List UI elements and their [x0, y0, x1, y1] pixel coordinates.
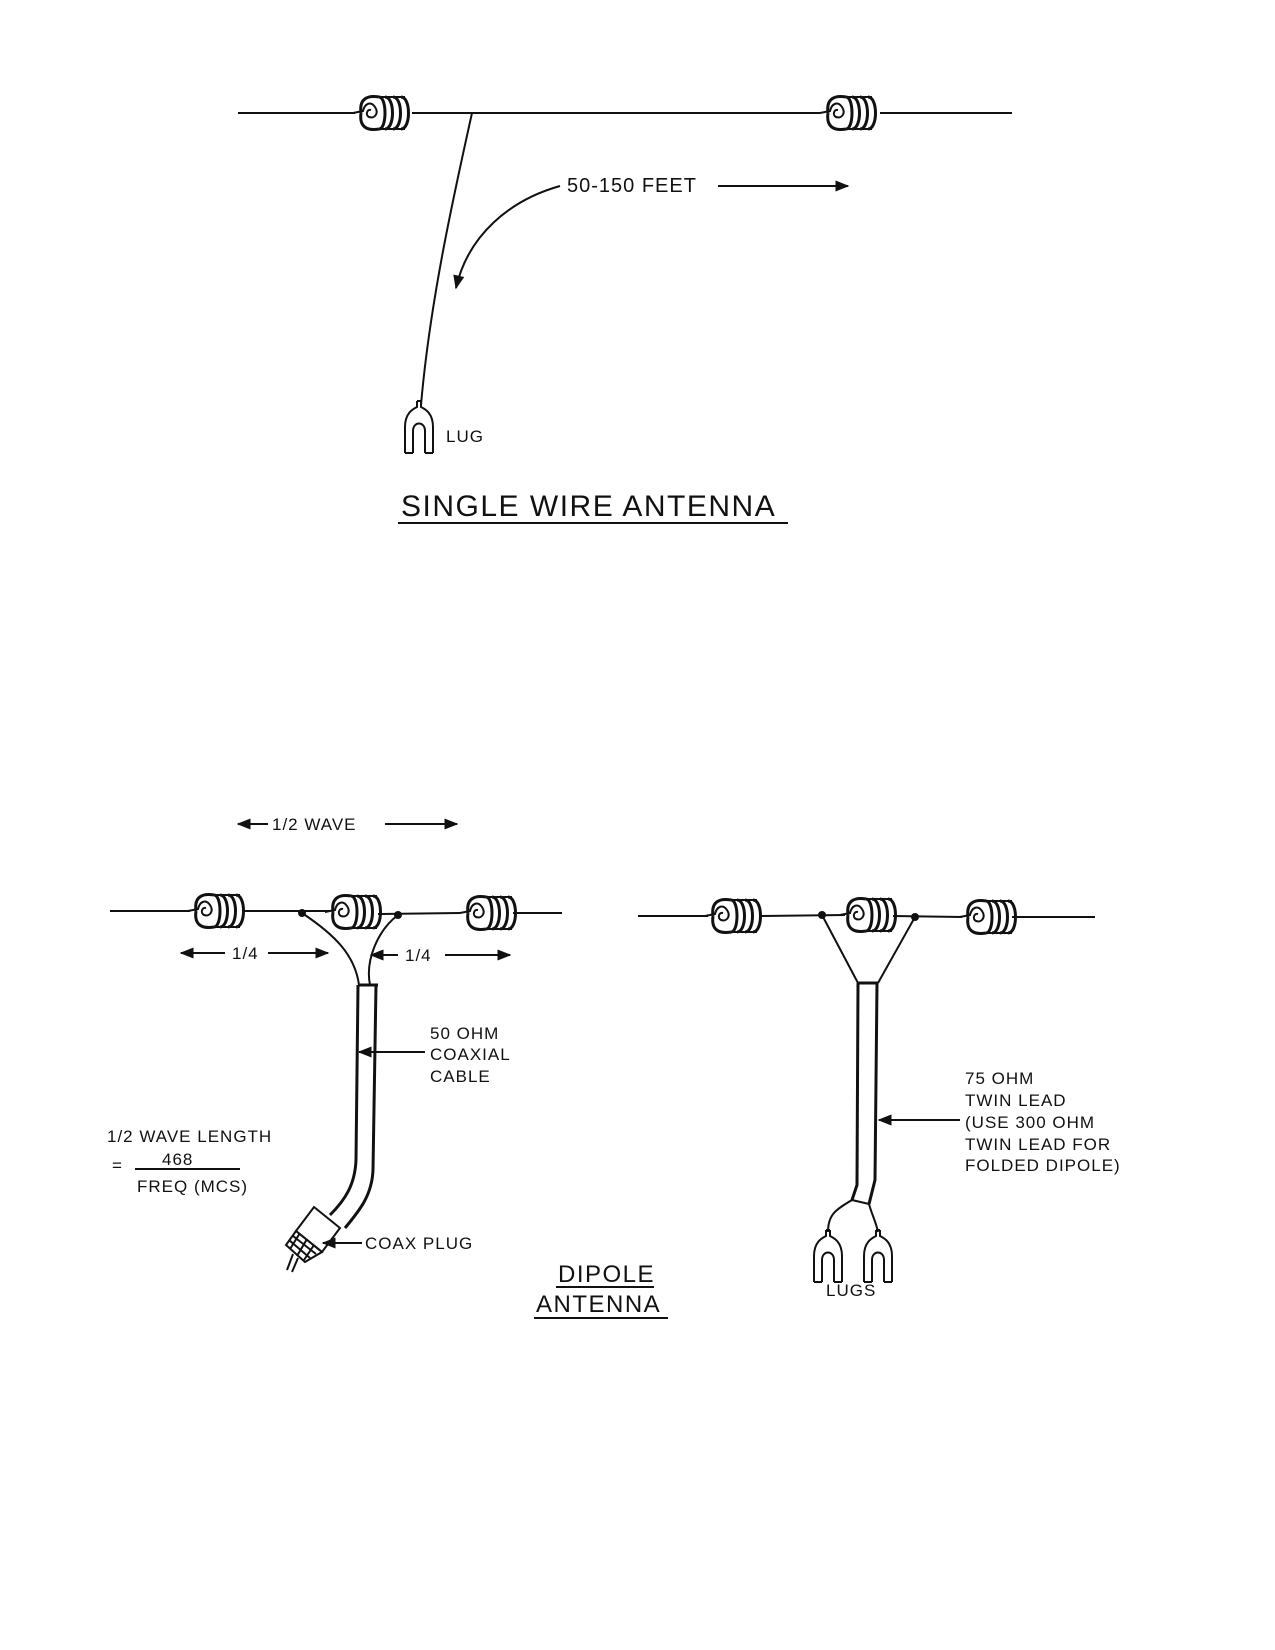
curved-arrow [453, 185, 561, 290]
twin-lead-label-line: TWIN LEAD [965, 1091, 1067, 1110]
antenna-wire [892, 915, 963, 918]
lug-wires [827, 1199, 879, 1233]
insulator-icon [323, 894, 382, 930]
coax-label-line: 50 OHM [430, 1024, 499, 1043]
lug-icon [863, 1229, 893, 1283]
single-wire-antenna: LUG 50-150 FEET SINGLE WIRE ANTENNA [238, 95, 1012, 524]
lug-label: LUG [446, 427, 484, 446]
antenna-wire [377, 912, 461, 915]
insulator-icon [351, 95, 410, 131]
twin-lead-label-line: 75 OHM [965, 1069, 1034, 1088]
antenna-wire [759, 914, 846, 917]
insulator-icon [958, 899, 1017, 935]
formula-equals: = [112, 1156, 123, 1175]
coax-plug-icon [284, 1205, 342, 1273]
dipole-title-line: ANTENNA [536, 1291, 661, 1318]
twin-lead-label-line: TWIN LEAD FOR [965, 1135, 1111, 1154]
coaxial-cable [328, 983, 378, 1229]
insulator-icon [186, 893, 245, 929]
dipole-coax: 1/2 WAVE 1/4 1/4 COAX PLUG 50 OHM COAXIA… [107, 815, 562, 1273]
insulator-icon [838, 897, 897, 933]
single-wire-title: SINGLE WIRE ANTENNA [401, 490, 776, 523]
coax-label-line: COAXIAL [430, 1045, 511, 1064]
formula-numerator: 468 [162, 1150, 193, 1169]
insulator-icon [818, 95, 877, 131]
length-label: 50-150 FEET [567, 175, 697, 197]
twin-lead-end [851, 1199, 870, 1205]
insulator-icon [458, 895, 517, 931]
twin-lead-label-line: FOLDED DIPOLE) [965, 1156, 1121, 1175]
lug-icon [813, 1229, 843, 1283]
twin-lead [850, 981, 879, 1205]
quarter-right-label: 1/4 [405, 946, 432, 965]
dipole-title-line: DIPOLE [558, 1261, 655, 1288]
formula-line1: 1/2 WAVE LENGTH [107, 1127, 272, 1146]
feed-wires [821, 914, 916, 984]
lead-in-wire [420, 112, 473, 406]
lug-icon [404, 400, 434, 454]
feed-wires [301, 912, 399, 986]
formula-denominator: FREQ (MCS) [137, 1177, 248, 1196]
insulator-icon [703, 898, 762, 934]
lugs-label: LUGS [826, 1281, 876, 1300]
coax-plug-label: COAX PLUG [365, 1234, 473, 1253]
quarter-left-label: 1/4 [232, 944, 259, 963]
twin-lead-label-line: (USE 300 OHM [965, 1113, 1095, 1132]
coax-label-line: CABLE [430, 1067, 491, 1086]
half-wave-label: 1/2 WAVE [272, 815, 357, 834]
dipole-twin-lead: LUGS 75 OHM TWIN LEAD (USE 300 OHM TWIN … [638, 897, 1121, 1300]
